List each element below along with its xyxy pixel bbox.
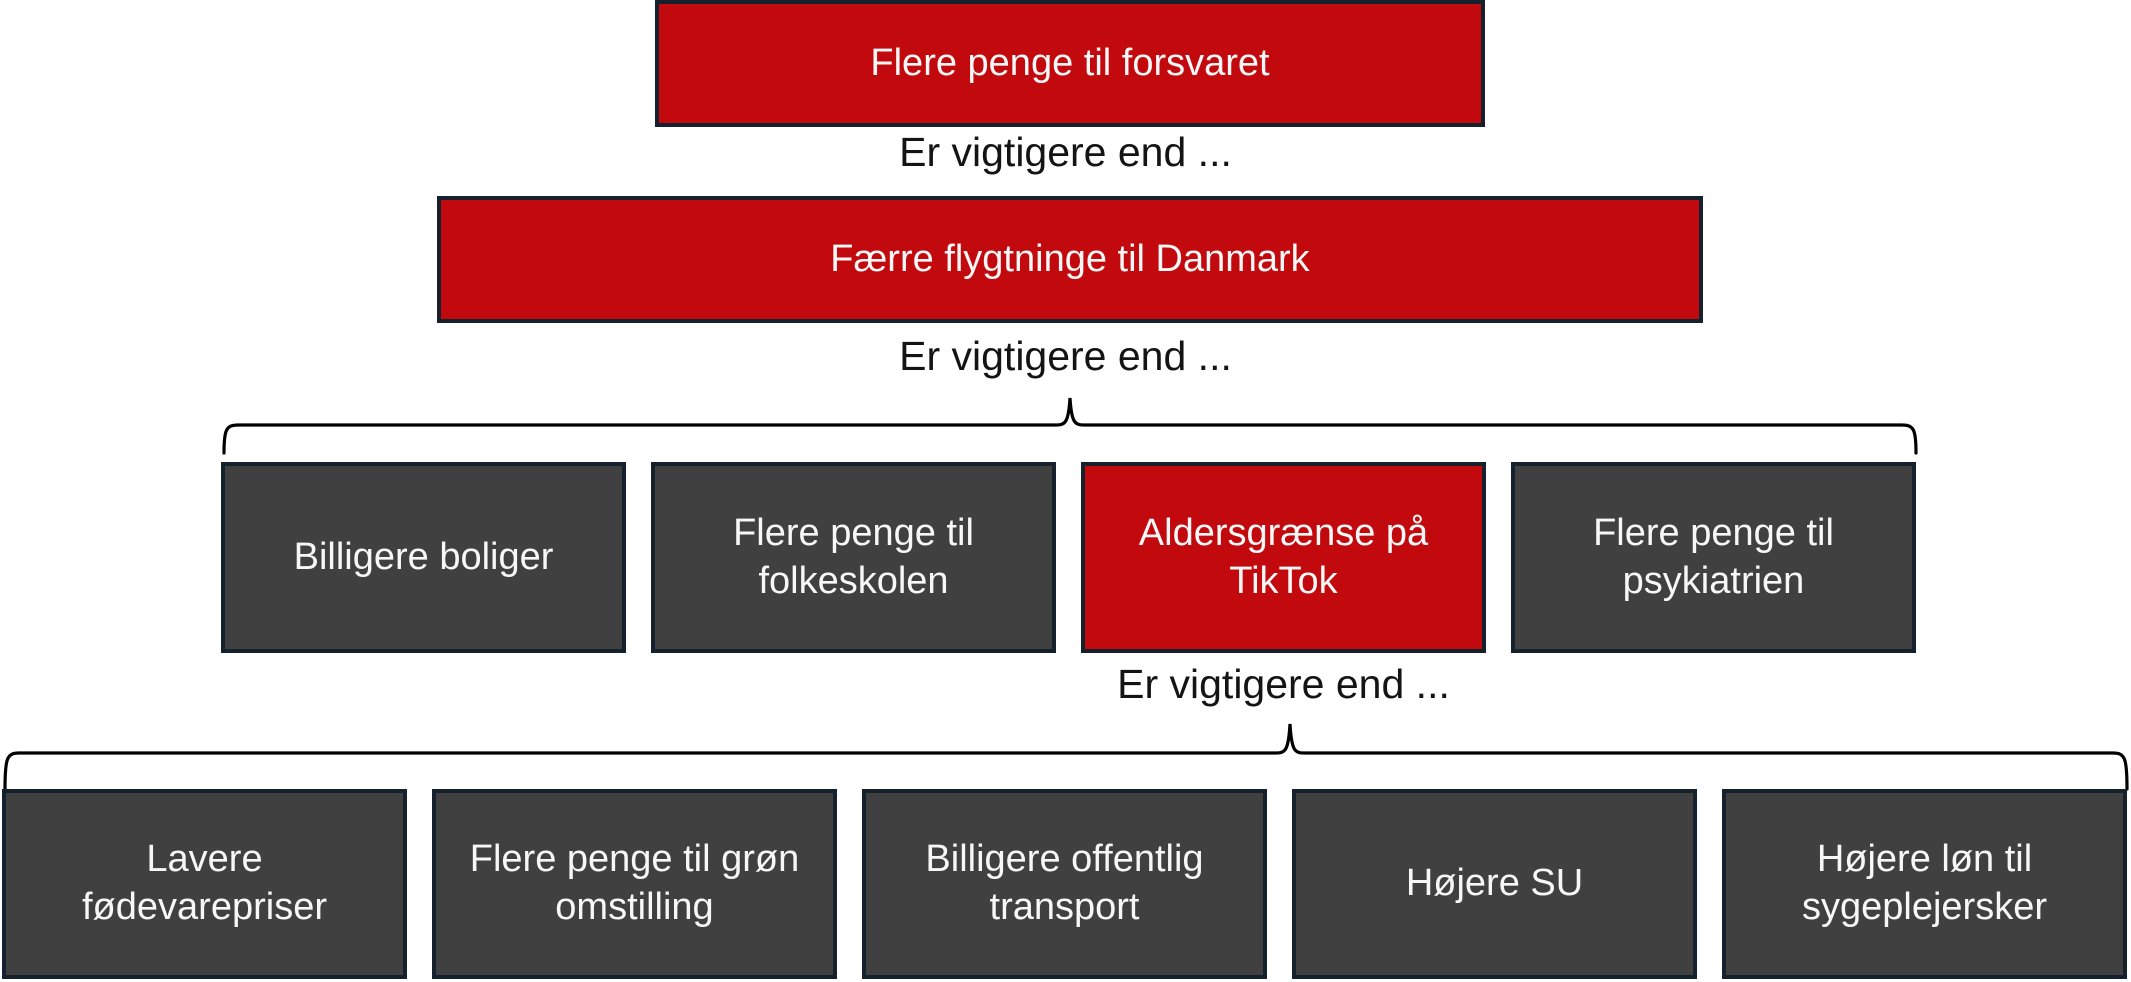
box-label: Flere penge til grøn omstilling bbox=[469, 838, 800, 928]
box-label: Højere løn til sygeplejersker bbox=[1802, 838, 2047, 928]
box-label: Færre flygtninge til Danmark bbox=[830, 237, 1310, 280]
box-label: Billigere boliger bbox=[293, 535, 554, 578]
level1-box-forsvaret: Flere penge til forsvaret bbox=[655, 0, 1485, 127]
box-label: Højere SU bbox=[1405, 862, 1584, 905]
level2-box-flygtninge: Færre flygtninge til Danmark bbox=[437, 196, 1703, 323]
box-label: Flere penge til folkeskolen bbox=[733, 511, 974, 602]
curly-brace-level3 bbox=[222, 397, 1918, 455]
level3-box-tiktok: Aldersgrænse på TikTok bbox=[1081, 462, 1486, 653]
level4-box-hoejere-su: Højere SU bbox=[1292, 789, 1697, 979]
level4-box-sygeplejersker: Højere løn til sygeplejersker bbox=[1722, 789, 2127, 979]
curly-brace-level4 bbox=[3, 723, 2129, 791]
connector-label-3: Er vigtigere end ... bbox=[1117, 661, 1450, 707]
level4-box-groen-omstilling: Flere penge til grøn omstilling bbox=[432, 789, 837, 979]
connector-label-1: Er vigtigere end ... bbox=[899, 129, 1232, 175]
level4-box-offentlig-transport: Billigere offentlig transport bbox=[862, 789, 1267, 979]
box-label: Aldersgrænse på TikTok bbox=[1138, 511, 1429, 602]
connector-label-2: Er vigtigere end ... bbox=[899, 333, 1232, 379]
level3-box-boliger: Billigere boliger bbox=[221, 462, 626, 653]
box-label: Lavere fødevarepriser bbox=[82, 838, 327, 928]
level3-box-folkeskolen: Flere penge til folkeskolen bbox=[651, 462, 1056, 653]
box-label: Flere penge til forsvaret bbox=[870, 41, 1270, 84]
level4-box-foedevarepriser: Lavere fødevarepriser bbox=[2, 789, 407, 979]
box-label: Flere penge til psykiatrien bbox=[1593, 511, 1834, 602]
box-label: Billigere offentlig transport bbox=[925, 838, 1204, 928]
level3-box-psykiatrien: Flere penge til psykiatrien bbox=[1511, 462, 1916, 653]
